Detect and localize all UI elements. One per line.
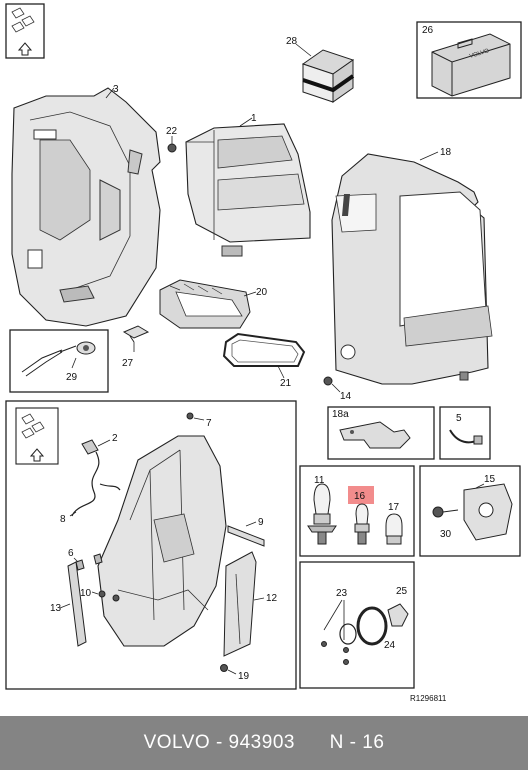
parts-diagram: 28 26 VOLVO 3 22 1 (5, 3, 522, 703)
footer-part-number: 943903 (228, 732, 295, 753)
callout-2: 2 (112, 433, 118, 444)
callout-3: 3 (113, 84, 119, 95)
drawing-reference-code: R1296811 (410, 694, 447, 703)
callout-25: 25 (396, 586, 408, 597)
callout-30: 30 (440, 529, 452, 540)
part-14-screw: 14 (323, 376, 352, 402)
callout-5: 5 (456, 413, 462, 424)
callout-11: 11 (314, 475, 325, 486)
callout-18a: 18a (332, 409, 349, 420)
part-29-wiring-box: 29 (9, 329, 109, 393)
callout-9: 9 (258, 517, 264, 528)
bulbs-box: 11 16 17 (299, 465, 415, 557)
housing-detail-box: 2 8 7 9 6 10 13 12 19 (5, 400, 297, 690)
callout-23: 23 (336, 588, 348, 599)
callout-26: 26 (422, 25, 434, 36)
part-28-box: 28 (286, 36, 355, 103)
footer-brand: VOLVO (143, 732, 211, 753)
part-20-foglamp: 20 (159, 279, 268, 329)
part-23-24-25-box: 23 25 24 (299, 561, 415, 689)
callout-1: 1 (251, 113, 257, 124)
callout-24: 24 (384, 640, 396, 651)
callout-28: 28 (286, 36, 298, 47)
callout-20: 20 (256, 287, 268, 298)
callout-7: 7 (206, 418, 212, 429)
part-15-30-box: 15 30 (419, 465, 521, 557)
part-17-bulb: 17 (385, 502, 403, 545)
callout-17: 17 (388, 502, 400, 513)
part-22-screw: 22 (166, 126, 178, 153)
callout-15: 15 (484, 474, 496, 485)
part-27-clip: 27 (122, 325, 150, 369)
highlight-16 (348, 486, 374, 504)
part-21-gasket: 21 (222, 332, 306, 389)
callout-13: 13 (50, 603, 62, 614)
callout-29: 29 (66, 372, 78, 383)
part-5-box: 5 (439, 406, 491, 460)
callout-12: 12 (266, 593, 278, 604)
callout-21: 21 (280, 378, 292, 389)
footer-position: N - 16 (329, 732, 385, 753)
part-11-bulb: 11 (307, 475, 337, 545)
bulb-kit-inset (15, 407, 59, 465)
callout-6: 6 (68, 548, 74, 559)
part-18a-box: 18a (327, 406, 435, 460)
part-3-housing-frame: 3 (11, 84, 161, 327)
part-18-shell: 18 (331, 147, 493, 385)
part-1-headlamp: 1 (185, 113, 311, 257)
callout-27: 27 (122, 358, 134, 369)
callout-16: 16 (354, 491, 366, 502)
callout-19: 19 (238, 671, 250, 682)
footer-bar: VOLVO - 943903 N - 16 (0, 716, 528, 770)
callout-22: 22 (166, 126, 178, 137)
callout-18: 18 (440, 147, 452, 158)
bulb-kit-box-top (5, 3, 45, 59)
case-brand-text: VOLVO (469, 48, 490, 60)
footer-separator: - (215, 732, 223, 753)
callout-8: 8 (60, 514, 66, 525)
callout-10: 10 (80, 588, 92, 599)
part-26-case-box: 26 VOLVO (416, 21, 522, 99)
callout-14: 14 (340, 391, 352, 402)
part-16-bulb: 16 (348, 486, 374, 545)
